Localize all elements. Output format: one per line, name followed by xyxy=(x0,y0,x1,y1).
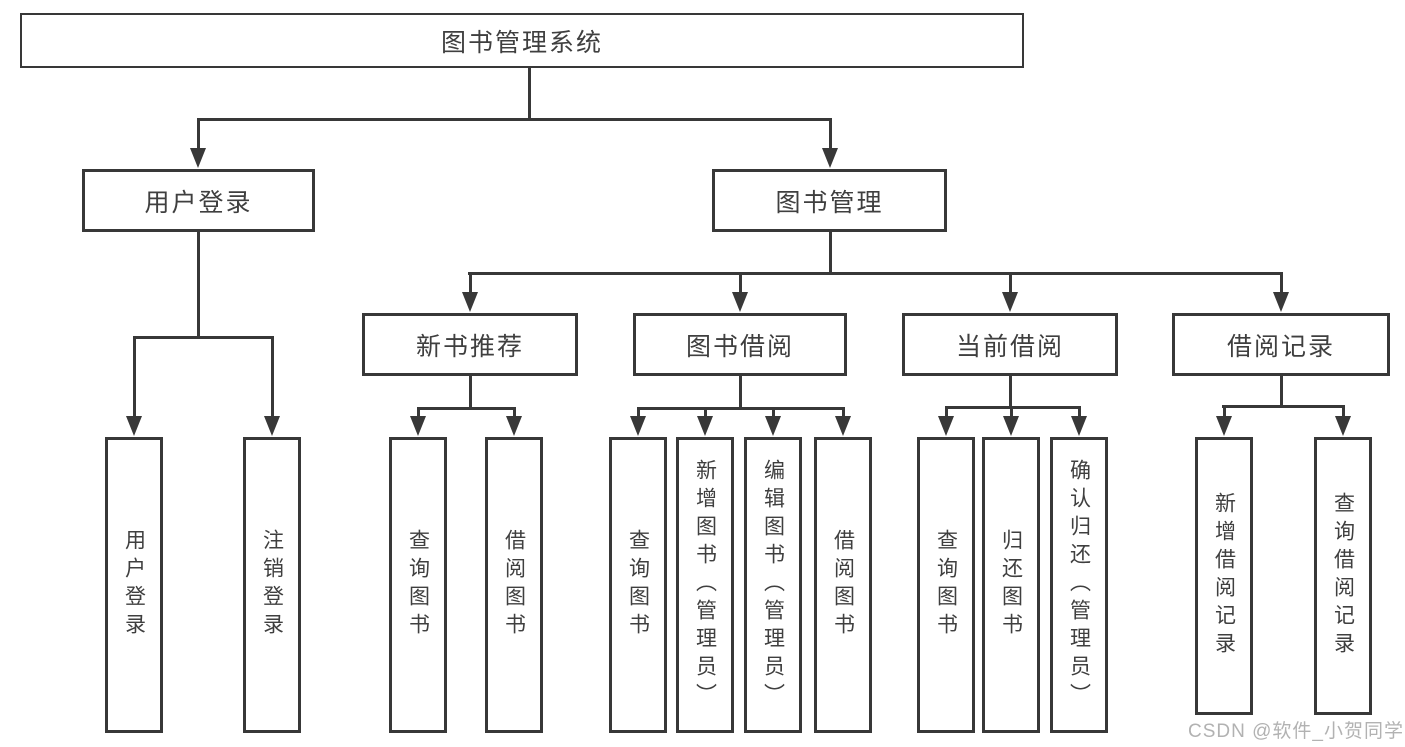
connector-arrow-shaft xyxy=(1341,405,1345,424)
leaf-node-add-books-admin: 新增图书（管理员） xyxy=(676,437,734,733)
arrow-down-icon xyxy=(765,416,781,436)
leaf-node-label: 注销登录 xyxy=(260,529,284,641)
leaf-node-label: 新增借阅记录 xyxy=(1212,492,1236,660)
group-node-label: 当前借阅 xyxy=(955,332,1064,361)
connector-arrow-shaft xyxy=(771,407,775,424)
branch-node-label: 用户登录 xyxy=(144,188,253,217)
arrow-down-icon xyxy=(630,416,646,436)
group-node-book-borrow: 图书借阅 xyxy=(633,313,847,376)
connector-arrow-shaft xyxy=(841,407,845,424)
connector-vertical-line xyxy=(196,232,200,339)
leaf-node-label: 查询借阅记录 xyxy=(1331,492,1355,660)
leaf-node-label: 查询图书 xyxy=(934,529,958,641)
connector-vertical-line xyxy=(1008,376,1012,409)
leaf-node-return-books: 归还图书 xyxy=(982,437,1040,733)
arrow-down-icon xyxy=(1002,292,1018,312)
leaf-node-label: 新增图书（管理员） xyxy=(693,459,717,711)
group-node-borrow-records: 借阅记录 xyxy=(1172,313,1390,376)
branch-node-label: 图书管理 xyxy=(775,188,884,217)
connector-arrow-shaft xyxy=(703,407,707,424)
arrow-down-icon xyxy=(732,292,748,312)
arrow-down-icon xyxy=(1216,416,1232,436)
group-node-current-borrow: 当前借阅 xyxy=(902,313,1118,376)
arrow-down-icon xyxy=(835,416,851,436)
arrow-down-icon xyxy=(126,416,142,436)
arrow-down-icon xyxy=(1335,416,1351,436)
connector-arrow-shaft xyxy=(132,336,136,424)
group-node-new-book-recommend: 新书推荐 xyxy=(362,313,578,376)
leaf-node-label: 查询图书 xyxy=(626,529,650,641)
root-node-label: 图书管理系统 xyxy=(440,28,603,57)
leaf-node-label: 用户登录 xyxy=(122,529,146,641)
arrow-down-icon xyxy=(190,148,206,168)
connector-arrow-shaft xyxy=(512,407,516,424)
connector-vertical-line xyxy=(738,376,742,410)
connector-vertical-line xyxy=(1279,376,1283,408)
leaf-node-query-books: 查询图书 xyxy=(609,437,667,733)
connector-arrow-shaft xyxy=(636,407,640,424)
connector-arrow-shaft xyxy=(270,336,274,424)
root-node-library-system: 图书管理系统 xyxy=(20,13,1024,68)
branch-node-user-login: 用户登录 xyxy=(82,169,315,232)
connector-arrow-shaft xyxy=(416,407,420,424)
arrow-down-icon xyxy=(1003,416,1019,436)
leaf-node-borrow-books: 借阅图书 xyxy=(814,437,872,733)
watermark: CSDN @软件_小贺同学 xyxy=(1188,721,1404,742)
connector-arrow-shaft xyxy=(1008,272,1012,300)
connector-horizontal-line xyxy=(133,336,274,339)
connector-horizontal-line xyxy=(197,118,832,121)
arrow-down-icon xyxy=(938,416,954,436)
leaf-node-label: 查询图书 xyxy=(406,529,430,641)
arrow-down-icon xyxy=(506,416,522,436)
connector-horizontal-line xyxy=(1222,405,1345,408)
arrow-down-icon xyxy=(697,416,713,436)
connector-arrow-shaft xyxy=(1222,405,1226,424)
connector-arrow-shaft xyxy=(944,406,948,424)
leaf-node-query-borrow-record: 查询借阅记录 xyxy=(1314,437,1372,715)
leaf-node-add-borrow-record: 新增借阅记录 xyxy=(1195,437,1253,715)
leaf-node-user-login: 用户登录 xyxy=(105,437,163,733)
group-node-label: 新书推荐 xyxy=(415,332,524,361)
connector-horizontal-line xyxy=(945,406,1081,409)
leaf-node-edit-books-admin: 编辑图书（管理员） xyxy=(744,437,802,733)
connector-horizontal-line xyxy=(637,407,845,410)
leaf-node-confirm-return-admin: 确认归还（管理员） xyxy=(1050,437,1108,733)
leaf-node-query-books: 查询图书 xyxy=(389,437,447,733)
leaf-node-logout: 注销登录 xyxy=(243,437,301,733)
leaf-node-label: 借阅图书 xyxy=(502,529,526,641)
leaf-node-label: 借阅图书 xyxy=(831,529,855,641)
connector-vertical-line xyxy=(468,376,472,410)
arrow-down-icon xyxy=(410,416,426,436)
leaf-node-label: 编辑图书（管理员） xyxy=(761,459,785,711)
connector-vertical-line xyxy=(828,232,832,275)
arrow-down-icon xyxy=(462,292,478,312)
leaf-node-borrow-books: 借阅图书 xyxy=(485,437,543,733)
arrow-down-icon xyxy=(822,148,838,168)
connector-arrow-shaft xyxy=(1279,272,1283,300)
connector-horizontal-line xyxy=(468,272,1283,275)
leaf-node-label: 归还图书 xyxy=(999,529,1023,641)
branch-node-book-management: 图书管理 xyxy=(712,169,947,232)
connector-arrow-shaft xyxy=(738,272,742,300)
connector-arrow-shaft xyxy=(468,272,472,300)
leaf-node-query-books: 查询图书 xyxy=(917,437,975,733)
group-node-label: 借阅记录 xyxy=(1226,332,1335,361)
connector-arrow-shaft xyxy=(196,118,200,156)
connector-vertical-line xyxy=(527,68,531,121)
arrow-down-icon xyxy=(1071,416,1087,436)
connector-arrow-shaft xyxy=(828,118,832,156)
leaf-node-label: 确认归还（管理员） xyxy=(1067,459,1091,711)
arrow-down-icon xyxy=(1273,292,1289,312)
connector-arrow-shaft xyxy=(1077,406,1081,424)
arrow-down-icon xyxy=(264,416,280,436)
connector-horizontal-line xyxy=(417,407,516,410)
group-node-label: 图书借阅 xyxy=(685,332,794,361)
connector-arrow-shaft xyxy=(1009,406,1013,424)
